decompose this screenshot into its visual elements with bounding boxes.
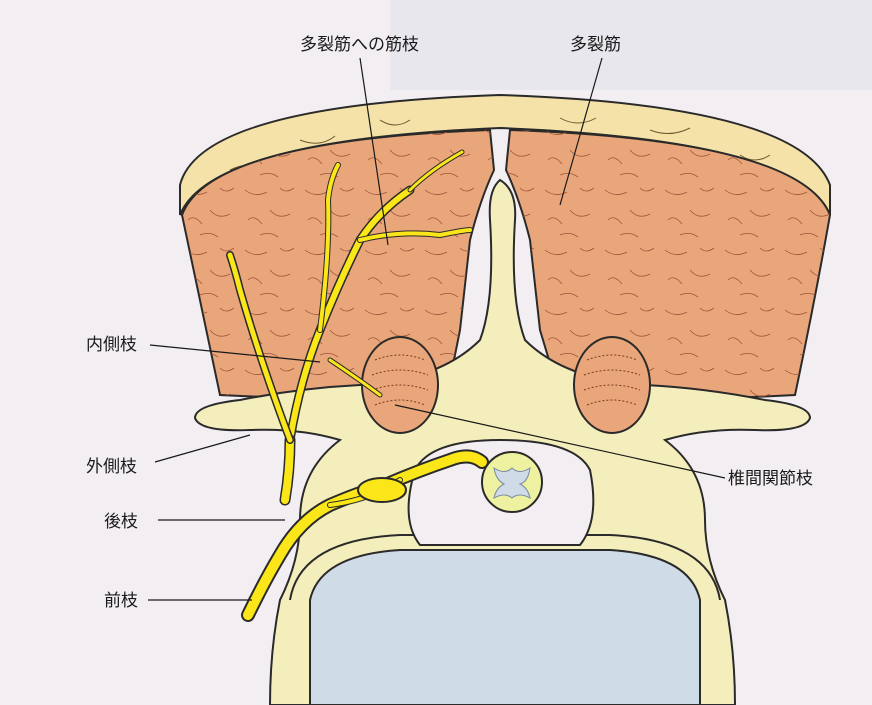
left-facet-joint: [362, 337, 438, 433]
label-lateral-branch: 外側枝: [86, 457, 137, 477]
label-multifidus-branch: 多裂筋への筋枝: [300, 35, 419, 55]
label-facet-joint-branch: 椎間関節枝: [728, 469, 813, 489]
label-dorsal-ramus: 後枝: [104, 512, 138, 532]
label-multifidus: 多裂筋: [570, 35, 621, 55]
vertebral-body: [310, 550, 700, 705]
background-text-band: [390, 0, 872, 90]
label-ventral-ramus: 前枝: [104, 591, 138, 611]
label-medial-branch: 内側枝: [86, 335, 137, 355]
right-facet-joint: [574, 337, 650, 433]
